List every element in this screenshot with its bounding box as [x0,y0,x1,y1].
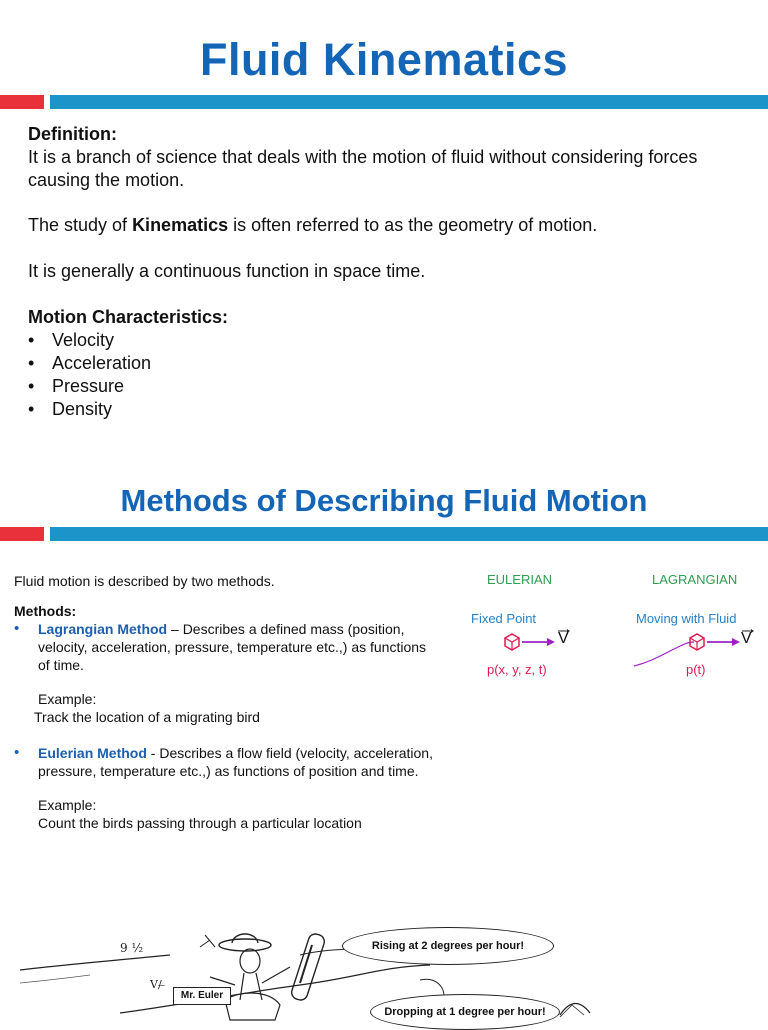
mr-euler-cartoon-illustration: 9 ½ V/ ̶ [19,933,591,1021]
methods-heading: Methods: [14,603,77,619]
definition-line-1: It is a branch of science that deals wit… [28,147,698,167]
eulerian-figure-label: EULERIAN [487,572,553,587]
title-rule-red [0,95,44,109]
methods-intro: Fluid motion is described by two methods… [14,573,275,589]
eulerian-line-2: pressure, temperature etc.,) as function… [38,763,419,779]
kinematics-pre: The study of [28,215,133,235]
definition-heading: Definition: [28,124,117,144]
eulerian-particle-icon [504,629,570,651]
lagrangian-name: Lagrangian Method [38,621,168,637]
eulerian-equation: p(x, y, z, t) [487,662,547,677]
slide2-body: Fluid motion is described by two methods… [14,572,464,832]
eulerian-bullet: • [14,744,20,761]
motion-list: Velocity Acceleration Pressure Density [28,329,758,421]
lagrangian-vector-symbol: V [741,630,752,647]
slide2-title: Methods of Describing Fluid Motion [120,483,648,518]
fixed-point-label: Fixed Point [471,611,537,626]
motion-item-pressure: Pressure [28,375,758,398]
eulerian-line-1: Eulerian Method - Describes a flow field… [38,744,464,762]
lagrangian-line-2: velocity, acceleration, pressure, temper… [38,639,427,655]
kinematics-statement: The study of Kinematics is often referre… [28,214,758,237]
lagrangian-bullet: • [14,620,20,637]
definition-line-2: causing the motion. [28,170,185,190]
motion-item-density: Density [28,398,758,421]
lagrangian-figure-label: LAGRANGIAN [652,572,738,587]
eulerian-vector-symbol: V [558,630,569,647]
title2-rule-red [0,527,44,541]
lagrangian-block: • Lagrangian Method – Describes a define… [14,620,464,726]
continuous-statement: It is generally a continuous function in… [28,261,426,281]
lagrangian-line-1: Lagrangian Method – Describes a defined … [38,620,464,638]
lagrangian-example-label: Example: [38,691,97,707]
kinematics-post: is often referred to as the geometry of … [228,215,598,235]
kinematics-bold: Kinematics [132,215,229,235]
speech-bubble-top: Rising at 2 degrees per hour! [342,927,554,965]
eulerian-name: Eulerian Method [38,745,147,761]
mr-euler-nametag: Mr. Euler [173,987,231,1005]
lagrangian-desc-1: – Describes a defined mass (position, [167,621,405,637]
speech-bubble-bottom: Dropping at 1 degree per hour! [370,994,560,1030]
lagrangian-example: Track the location of a migrating bird [34,709,260,725]
slide1-title: Fluid Kinematics [199,34,569,85]
slide1-body: Definition: It is a branch of science th… [28,123,758,421]
eulerian-example-label: Example: [38,797,97,813]
eulerian-block: • Eulerian Method - Describes a flow fie… [14,744,464,832]
title-rule-blue [50,95,768,109]
motion-item-acceleration: Acceleration [28,352,758,375]
lagrangian-equation: p(t) [686,662,706,677]
motion-item-velocity: Velocity [28,329,758,352]
lagrangian-line-3: of time. [38,657,84,673]
moving-fluid-label: Moving with Fluid [636,611,737,626]
title2-rule-blue [50,527,768,541]
eulerian-desc-1: - Describes a flow field (velocity, acce… [146,745,433,761]
lagrangian-pathline-icon [633,629,754,667]
svg-text:V/ ̶: V/ ̶ [149,978,165,991]
eulerian-example: Count the birds passing through a partic… [38,815,362,831]
svg-text:9 ½: 9 ½ [120,941,143,955]
motion-heading: Motion Characteristics: [28,307,229,327]
